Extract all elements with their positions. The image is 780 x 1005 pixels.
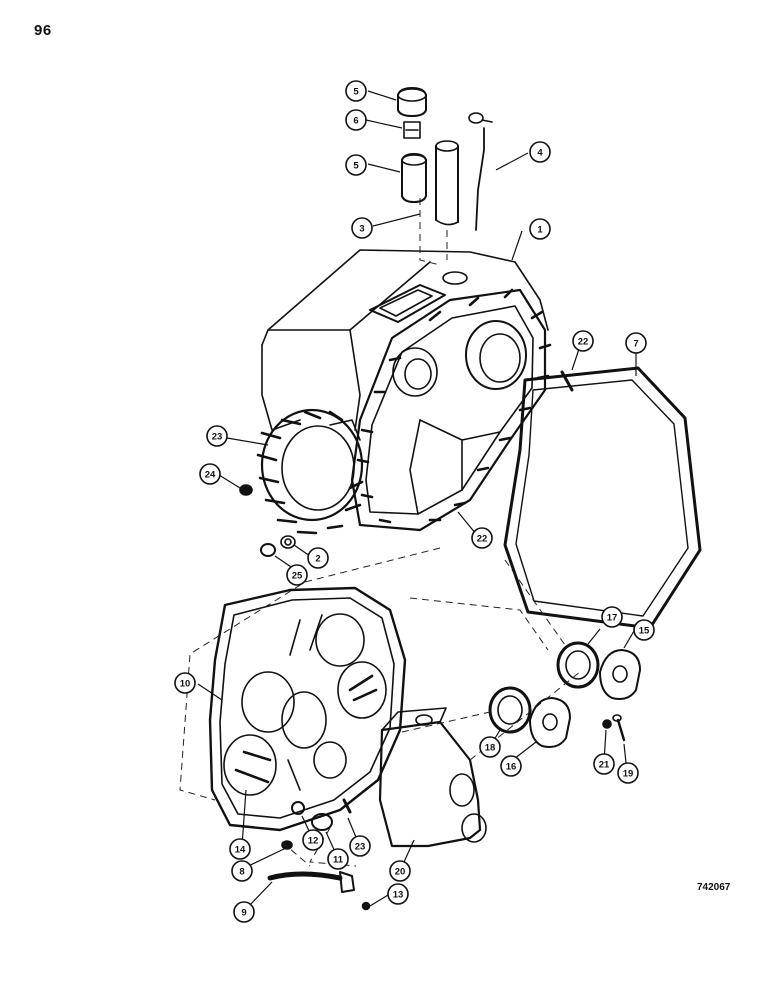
figure-number: 742067 — [697, 882, 731, 893]
plug-8 — [260, 543, 276, 557]
callout-2 — [174, 672, 196, 694]
dowel-5-upper — [560, 370, 574, 392]
callout-1 — [529, 218, 551, 240]
callout-labels: 1 10 20 22 22 23 23 24 25 2 3 4 5 5 6 7 … — [180, 87, 650, 919]
retainer-22-upper — [599, 649, 641, 700]
callout-8 — [286, 564, 308, 586]
page-number: 96 — [34, 22, 52, 39]
callout-14 — [345, 109, 367, 131]
pto-housing-3 — [378, 707, 487, 848]
callout-label: 24 — [205, 470, 216, 481]
retainer-22-lower — [529, 697, 571, 748]
callout-label: 20 — [395, 867, 406, 878]
callout-3 — [389, 860, 411, 882]
callout-label: 16 — [506, 762, 517, 773]
callout-label: 4 — [537, 148, 543, 159]
assembly-guide-lines — [179, 198, 581, 867]
callout-21 — [229, 838, 251, 860]
callout-label: 17 — [607, 613, 618, 624]
adapter-13 — [401, 153, 427, 203]
callout-label: 1 — [537, 225, 543, 236]
callout-16 — [231, 860, 253, 882]
callout-23b — [479, 736, 501, 758]
callout-label: 10 — [180, 679, 191, 690]
callout-label: 21 — [599, 760, 610, 771]
callout-24 — [617, 762, 639, 784]
breather-cap-12 — [397, 87, 427, 117]
callout-label: 7 — [633, 339, 638, 350]
callout-12 — [345, 80, 367, 102]
nut-16 — [281, 840, 293, 850]
callout-label: 25 — [292, 571, 303, 582]
callout-label: 18 — [485, 743, 496, 754]
seal-23-upper — [556, 641, 600, 689]
callout-17 — [233, 901, 255, 923]
callout-label: 23 — [212, 432, 223, 443]
callout-label: 14 — [235, 845, 246, 856]
callout-label: 3 — [359, 224, 364, 235]
callout-label: 11 — [333, 855, 344, 866]
callout-13 — [345, 154, 367, 176]
callout-label: 2 — [315, 554, 320, 565]
callout-label: 8 — [239, 867, 244, 878]
callout-label: 22 — [477, 534, 488, 545]
filler-tube-10 — [435, 140, 459, 226]
callout-label: 15 — [639, 626, 650, 637]
callout-23a — [601, 606, 623, 628]
washer-9 — [280, 535, 296, 549]
callout-leaders — [197, 90, 637, 909]
callout-label: 9 — [241, 908, 246, 919]
washer-25 — [602, 719, 612, 729]
dowel-5-lower — [342, 798, 352, 814]
ball-20 — [361, 901, 371, 911]
callout-19 — [302, 829, 324, 851]
callout-22a — [633, 619, 655, 641]
pipe-17 — [267, 871, 355, 893]
callout-22b — [500, 755, 522, 777]
transmission-housing — [256, 249, 552, 535]
callout-4 — [471, 527, 493, 549]
front-cover-2 — [208, 586, 407, 832]
callout-label: 19 — [623, 769, 634, 780]
callout-9 — [307, 547, 329, 569]
callout-label: 12 — [308, 836, 319, 847]
callout-label: 22 — [578, 337, 589, 348]
seal-23-lower — [488, 686, 532, 734]
callout-bubbles — [174, 80, 655, 923]
callout-label: 23 — [355, 842, 366, 853]
reducer-14 — [403, 121, 421, 139]
callout-18 — [327, 848, 349, 870]
callout-label: 5 — [353, 161, 359, 172]
callout-15 — [625, 332, 647, 354]
callout-20 — [387, 883, 409, 905]
bolt-24 — [612, 714, 626, 742]
callout-label: 6 — [353, 116, 358, 127]
callout-11 — [529, 141, 551, 163]
callout-25 — [593, 753, 615, 775]
nut-7 — [239, 484, 253, 496]
callout-6 — [206, 425, 228, 447]
callout-label: 5 — [353, 87, 359, 98]
callout-label: 13 — [393, 890, 404, 901]
callout-5b — [349, 835, 371, 857]
callout-10 — [351, 217, 373, 239]
dipstick-11 — [468, 112, 493, 231]
fitting-19 — [291, 801, 305, 815]
callout-5a — [572, 330, 594, 352]
callout-7 — [199, 463, 221, 485]
cover-18 — [311, 813, 333, 831]
